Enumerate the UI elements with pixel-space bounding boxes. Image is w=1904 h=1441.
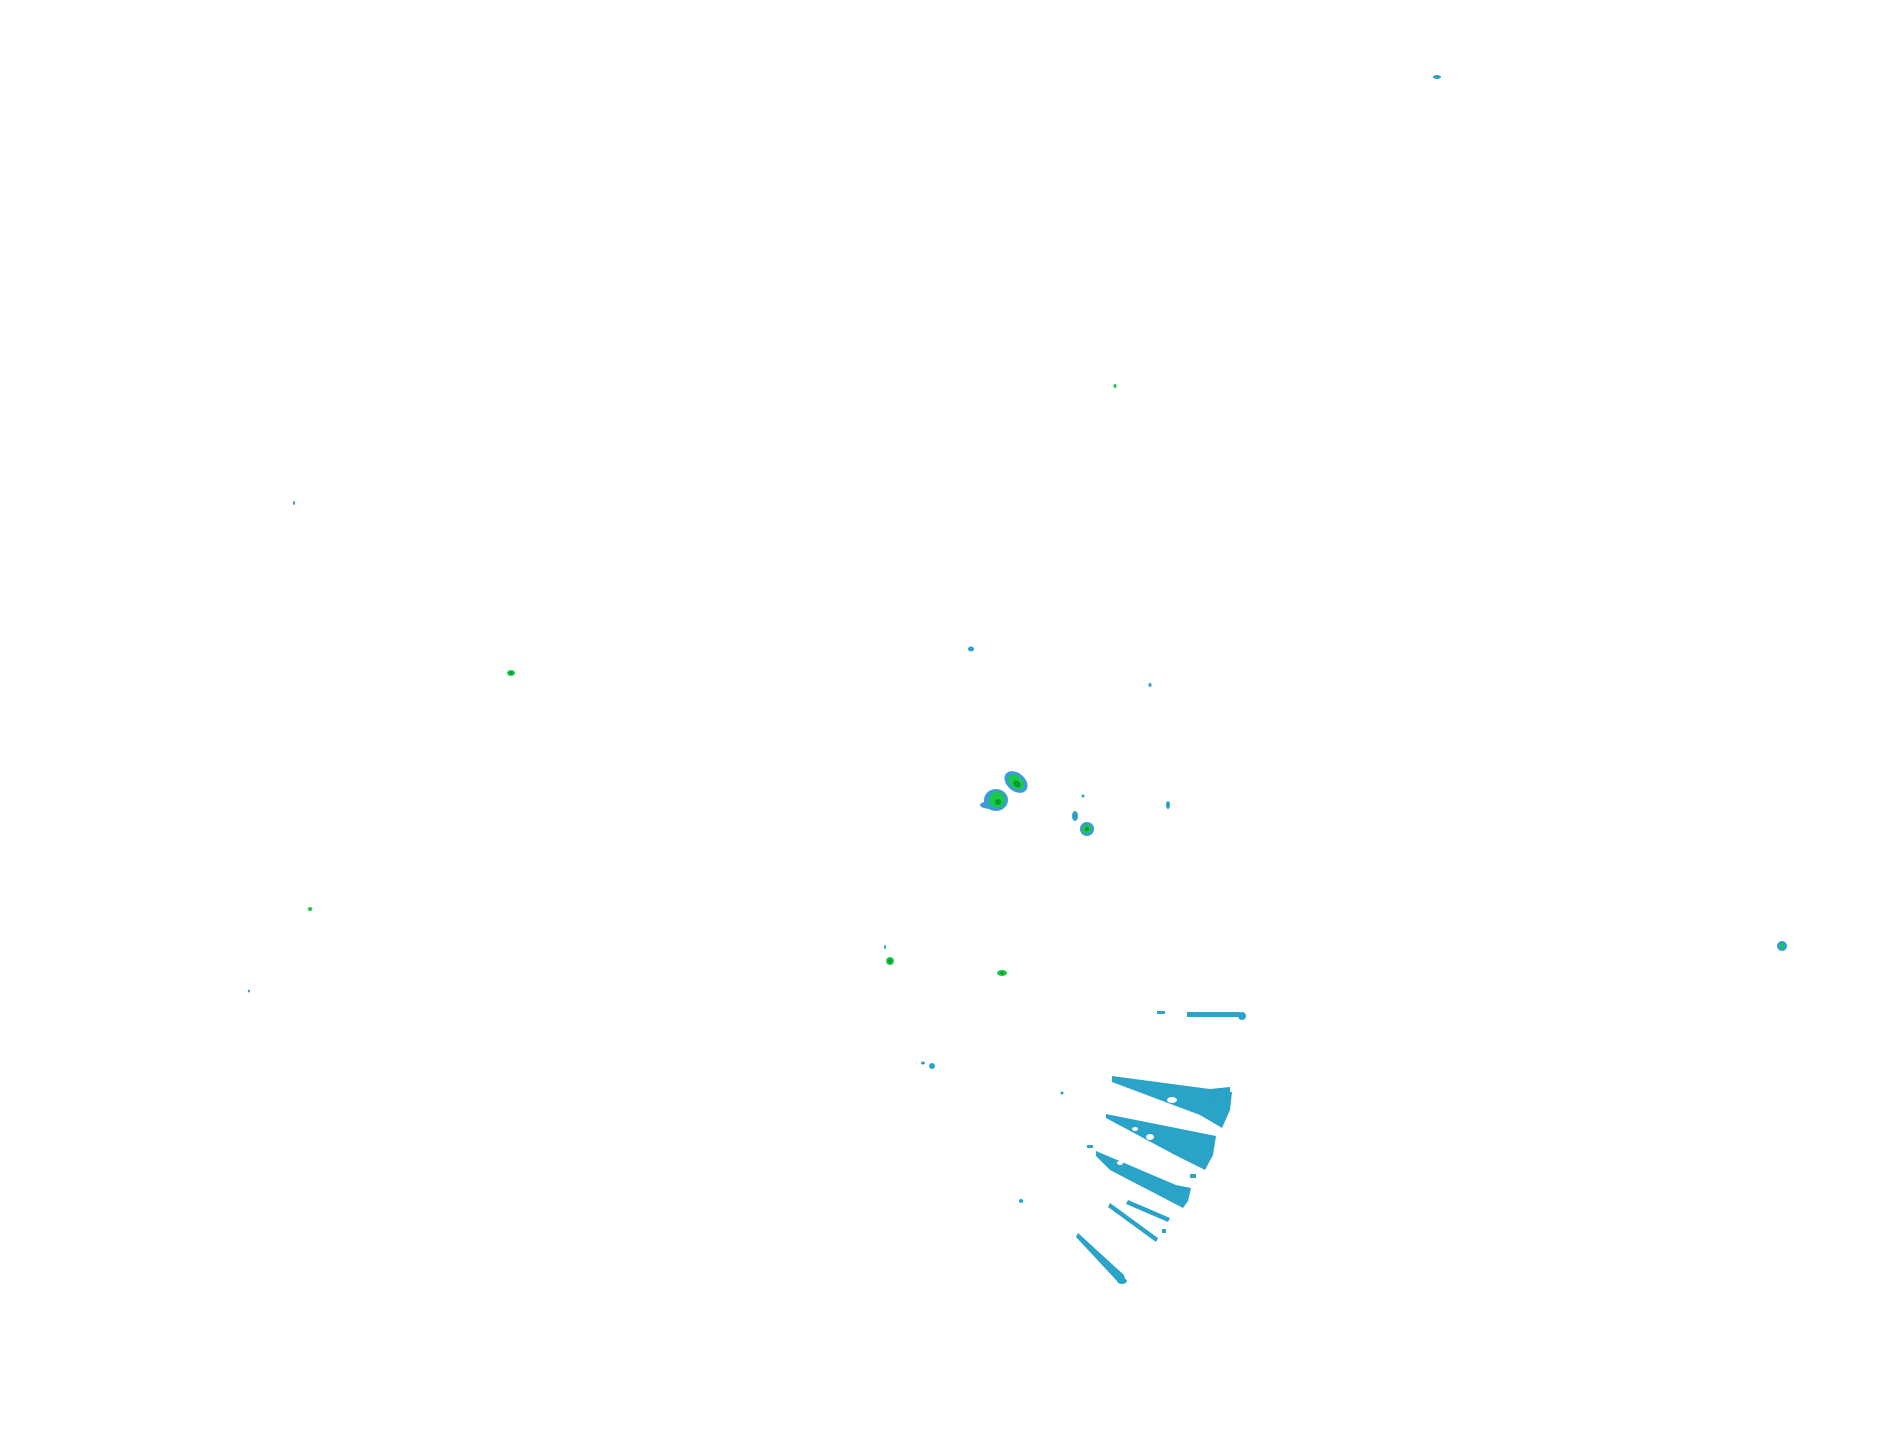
gap bbox=[1156, 1170, 1164, 1174]
echo-cell bbox=[888, 959, 892, 963]
echo-cell bbox=[968, 646, 974, 652]
scattered-echoes bbox=[248, 75, 1787, 1203]
echo-streak bbox=[1076, 1233, 1126, 1283]
echo-streak bbox=[1162, 1229, 1166, 1233]
echo-cell bbox=[1238, 1012, 1246, 1020]
echo-streak bbox=[1157, 1011, 1165, 1014]
echo-streak bbox=[1087, 1145, 1093, 1148]
echo-cell bbox=[1000, 971, 1004, 975]
echo-cell bbox=[1780, 944, 1784, 948]
echo-cell bbox=[1148, 683, 1152, 687]
echo-cell bbox=[509, 671, 513, 675]
storm-cluster bbox=[980, 771, 1094, 836]
gap bbox=[1132, 1127, 1138, 1131]
echo-streak bbox=[1200, 1087, 1230, 1097]
echo-cell bbox=[1433, 75, 1441, 79]
gap bbox=[1167, 1097, 1177, 1103]
gap bbox=[1117, 1161, 1123, 1165]
echo-cell bbox=[1060, 1091, 1064, 1095]
gap bbox=[1146, 1134, 1154, 1140]
echo-streak bbox=[1096, 1151, 1191, 1208]
echo-cell bbox=[1072, 811, 1078, 821]
echo-streak bbox=[1108, 1203, 1158, 1242]
echo-cell bbox=[1166, 801, 1170, 809]
echo-cell bbox=[293, 501, 295, 505]
echo-cell bbox=[921, 1061, 925, 1065]
echo-cell bbox=[1085, 827, 1089, 831]
echo-streak bbox=[1126, 1200, 1170, 1222]
echo-cell bbox=[884, 945, 886, 949]
echo-cell bbox=[1013, 780, 1021, 788]
echo-cell bbox=[995, 799, 1001, 805]
echo-cell bbox=[1081, 794, 1085, 798]
echo-cell bbox=[1117, 1278, 1127, 1284]
streak-gaps bbox=[1117, 1097, 1177, 1174]
echo-cell bbox=[1019, 1199, 1023, 1203]
echo-streak bbox=[1187, 1012, 1243, 1017]
echo-cell bbox=[308, 907, 312, 911]
echo-cell bbox=[248, 989, 250, 993]
echo-cell bbox=[929, 1063, 935, 1069]
echo-streak bbox=[1190, 1174, 1196, 1178]
echo-cell bbox=[1113, 384, 1117, 388]
